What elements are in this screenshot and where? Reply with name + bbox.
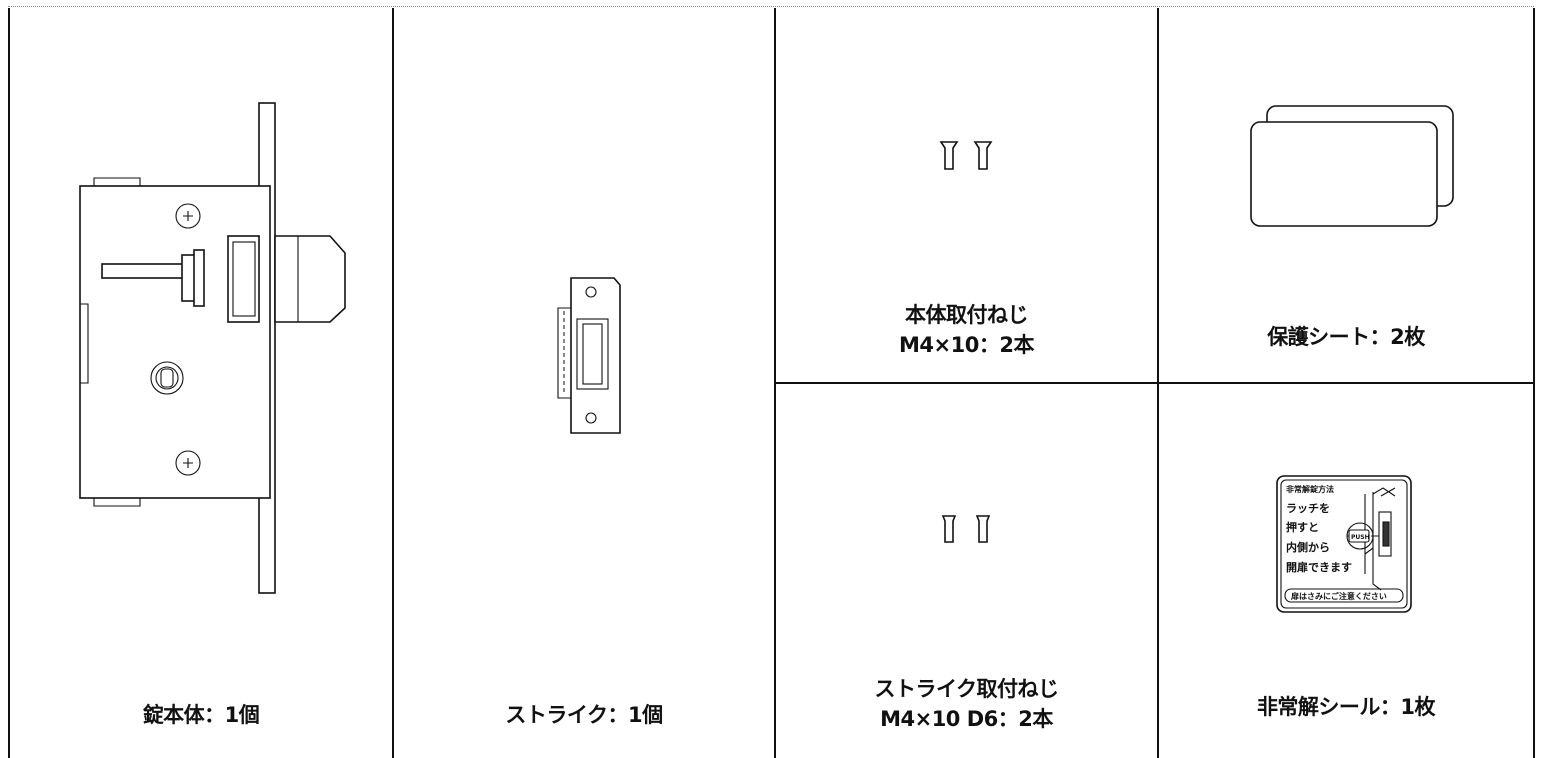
cell-emergency-sticker: 非常解錠方法 ラッチを 押すと 内側から 開扉できます PUSH 扉はさみにご注… (1159, 384, 1533, 758)
strike-screws-spec: M4×10 D6：2本 (880, 707, 1053, 731)
protect-sheet-label: 保護シート：2枚 (1267, 325, 1425, 349)
strike-illustration (557, 277, 621, 434)
cell-body-screws: 本体取付ねじ M4×10：2本 (776, 8, 1157, 382)
sticker-push-label: PUSH (1351, 534, 1370, 541)
table-row-divider (775, 382, 1534, 384)
sticker-heading: 非常解錠方法 (1286, 484, 1334, 494)
strike-screws-label: ストライク取付ねじ M4×10 D6：2本 (776, 674, 1157, 734)
cell-lock-body: 錠本体：1個 (10, 8, 392, 758)
sticker-line3: 内側から (1286, 540, 1330, 554)
body-screws-spec: M4×10：2本 (899, 333, 1034, 357)
sticker-line4: 開扉できます (1286, 560, 1352, 574)
strike-screws-name: ストライク取付ねじ (874, 677, 1059, 701)
body-screws-name: 本体取付ねじ (905, 303, 1029, 327)
protect-sheet-illustration (1250, 105, 1454, 227)
sticker-line2: 押すと (1286, 520, 1319, 534)
top-border-dotted (8, 6, 1534, 7)
lock-body-label: 錠本体：1個 (142, 703, 260, 727)
emergency-sticker-label: 非常解シール：1枚 (1256, 695, 1436, 719)
table-divider-1 (392, 8, 394, 758)
cell-strike: ストライク：1個 (394, 8, 774, 758)
table-border-right (1533, 8, 1535, 758)
body-screws-illustration (939, 141, 993, 170)
lock-body-illustration (79, 102, 346, 594)
strike-label: ストライク：1個 (505, 703, 663, 727)
cell-protect-sheet: 保護シート：2枚 (1159, 8, 1533, 382)
sticker-line1: ラッチを (1286, 502, 1330, 515)
cell-strike-screws: ストライク取付ねじ M4×10 D6：2本 (776, 384, 1157, 758)
strike-screws-illustration (941, 515, 991, 543)
table-border-left (8, 8, 10, 758)
sticker-footer: 扉はさみにご注意ください (1290, 591, 1387, 601)
body-screws-label: 本体取付ねじ M4×10：2本 (776, 300, 1157, 360)
emergency-sticker-illustration: 非常解錠方法 ラッチを 押すと 内側から 開扉できます PUSH 扉はさみにご注… (1276, 475, 1412, 613)
